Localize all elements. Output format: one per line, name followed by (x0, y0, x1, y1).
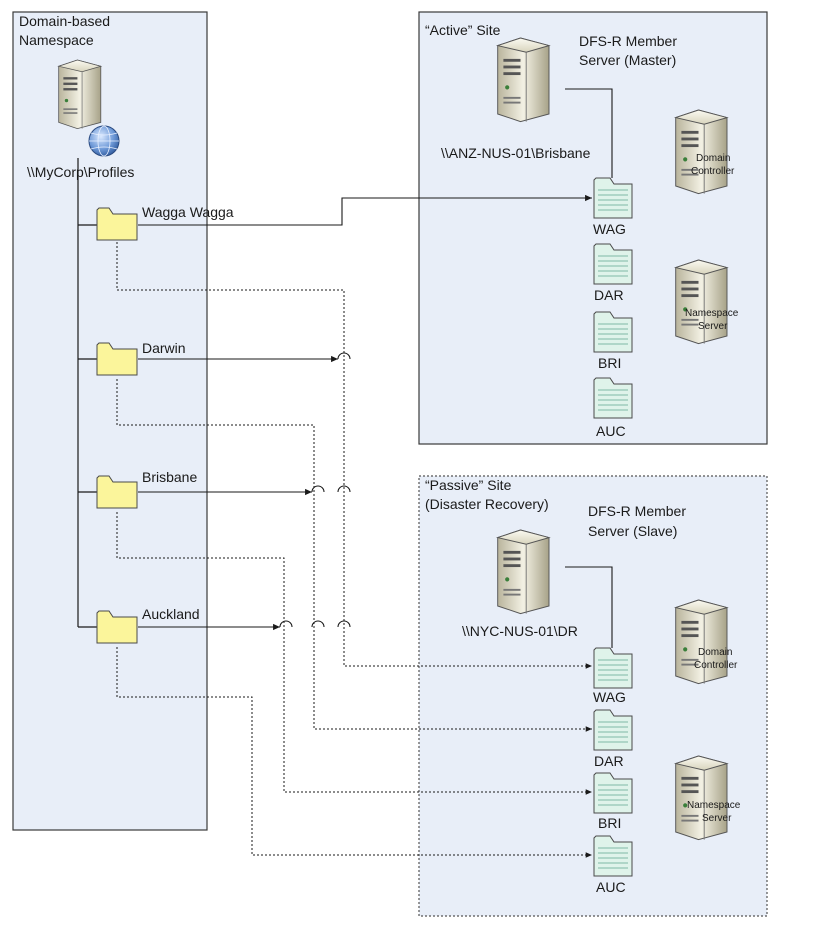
passive-folder-label-bri: BRI (598, 815, 621, 831)
active-links (138, 194, 592, 631)
active-master-server-icon (497, 37, 550, 123)
ns-folder-label-brisbane: Brisbane (142, 469, 197, 485)
domain-controller-icon (675, 599, 728, 685)
passive-links (116, 242, 592, 858)
passive-site-title-line1: “Passive” Site (425, 477, 512, 493)
namespace-server-icon (675, 755, 728, 841)
active-ns-line2: Server (698, 321, 728, 332)
active-folder-label-auc: AUC (596, 423, 626, 439)
domain-controller-icon (675, 109, 728, 195)
shared-folder-icon[interactable] (593, 377, 633, 419)
passive-folder-label-dar: DAR (594, 753, 624, 769)
passive-dc-line1: Domain (698, 647, 732, 658)
active-folder-label-dar: DAR (594, 287, 624, 303)
shared-folder-icon[interactable] (593, 311, 633, 353)
namespace-path: \\MyCorp\Profiles (27, 164, 134, 180)
globe-icon (88, 125, 120, 157)
ns-folder-label-wagga: Wagga Wagga (142, 204, 234, 220)
passive-ns-line1: Namespace (687, 800, 741, 811)
namespace-title-line2: Namespace (19, 32, 94, 48)
shared-folder-icon[interactable] (593, 709, 633, 751)
shared-folder-icon[interactable] (593, 835, 633, 877)
passive-server-path: \\NYC-NUS-01\DR (462, 623, 578, 639)
passive-folder-label-wag: WAG (593, 689, 626, 705)
active-member-line1: DFS-R Member (579, 33, 677, 49)
shared-folder-icon[interactable] (593, 647, 633, 689)
passive-site-title-line2: (Disaster Recovery) (425, 496, 549, 512)
active-dc-line1: Domain (696, 153, 730, 164)
passive-slave-server-icon (497, 529, 550, 615)
active-site-title: “Active” Site (425, 22, 501, 38)
passive-member-line2: Server (Slave) (588, 523, 677, 539)
ns-folder-label-auckland: Auckland (142, 606, 200, 622)
shared-folder-icon[interactable] (593, 772, 633, 814)
active-folder-label-bri: BRI (598, 355, 621, 371)
active-ns-line1: Namespace (685, 308, 739, 319)
active-dc-line2: Controller (691, 166, 735, 177)
active-member-line2: Server (Master) (579, 52, 676, 68)
passive-member-line1: DFS-R Member (588, 503, 686, 519)
active-site-panel (418, 11, 768, 445)
passive-dc-line2: Controller (694, 660, 738, 671)
active-folder-label-wag: WAG (593, 221, 626, 237)
passive-folder-label-auc: AUC (596, 879, 626, 895)
namespace-title-line1: Domain-based (19, 13, 110, 29)
ns-folder-label-darwin: Darwin (142, 340, 186, 356)
namespace-root-server-icon (58, 59, 102, 130)
active-server-path: \\ANZ-NUS-01\Brisbane (441, 145, 591, 161)
passive-ns-line2: Server (702, 813, 732, 824)
shared-folder-icon[interactable] (593, 243, 633, 285)
passive-site-panel (418, 475, 768, 917)
shared-folder-icon[interactable] (593, 177, 633, 219)
